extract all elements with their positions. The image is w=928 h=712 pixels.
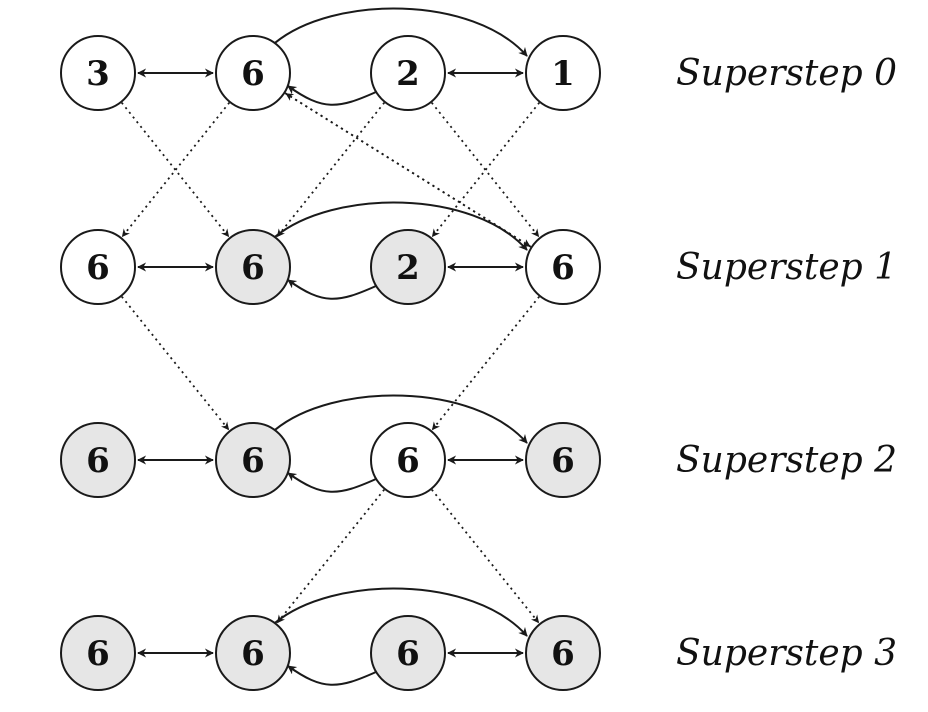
label-layer: Superstep 0 Superstep 1 Superstep 2 Superst… (676, 53, 897, 674)
vertex-value: 6 (241, 634, 265, 674)
message-arrow (431, 489, 540, 624)
edge-directed (274, 7, 528, 57)
vertex-value: 6 (551, 248, 575, 288)
vertex-value: 6 (86, 634, 110, 674)
message-layer (121, 92, 540, 624)
vertex-circle (60, 422, 136, 498)
vertex-value: 1 (551, 54, 575, 94)
vertex-s1-0: 6 (60, 229, 136, 305)
vertex-circle (525, 35, 601, 111)
edge-directed (287, 279, 377, 300)
vertex-circle (60, 229, 136, 305)
superstep-label-1: Superstep 1 (676, 247, 897, 288)
vertex-s1-2: 2 (370, 229, 446, 305)
vertex-s2-0: 6 (60, 422, 136, 498)
vertex-circle (215, 229, 291, 305)
vertex-value: 6 (551, 634, 575, 674)
message-arrow (276, 489, 385, 624)
message-arrow (431, 102, 540, 238)
vertex-value: 6 (241, 441, 265, 481)
vertex-circle (370, 229, 446, 305)
vertex-s3-0: 6 (60, 615, 136, 691)
vertex-circle (525, 422, 601, 498)
superstep-label-0: Superstep 0 (676, 53, 897, 94)
message-arrow-up (285, 92, 532, 248)
vertex-s0-0: 3 (60, 35, 136, 111)
message-arrow (276, 102, 385, 238)
vertex-s0-2: 2 (370, 35, 446, 111)
vertex-value: 2 (396, 248, 420, 288)
vertex-value: 6 (396, 441, 420, 481)
vertex-circle (525, 229, 601, 305)
edge-directed (274, 201, 528, 251)
vertex-value: 2 (396, 54, 420, 94)
vertex-value: 6 (396, 634, 420, 674)
vertex-s2-1: 6 (215, 422, 291, 498)
edge-directed (274, 587, 528, 637)
message-arrow (121, 296, 230, 431)
vertex-value: 6 (241, 248, 265, 288)
edge-directed (274, 394, 528, 444)
vertex-value: 3 (86, 54, 110, 94)
superstep-label-3: Superstep 3 (676, 633, 897, 674)
vertex-value: 6 (86, 248, 110, 288)
vertex-s3-1: 6 (215, 615, 291, 691)
node-layer: 3 6 2 1 6 6 2 6 6 6 6 6 6 6 6 6 (60, 35, 601, 691)
edge-directed (287, 665, 377, 686)
message-arrow (431, 296, 540, 431)
vertex-circle (370, 615, 446, 691)
message-arrow (121, 102, 230, 238)
edge-directed (287, 472, 377, 493)
vertex-circle (215, 615, 291, 691)
vertex-s3-2: 6 (370, 615, 446, 691)
vertex-s1-3: 6 (525, 229, 601, 305)
vertex-s2-2: 6 (370, 422, 446, 498)
message-arrow (121, 102, 230, 238)
superstep-label-2: Superstep 2 (676, 440, 897, 481)
vertex-circle (60, 615, 136, 691)
vertex-value: 6 (551, 441, 575, 481)
vertex-s0-1: 6 (215, 35, 291, 111)
vertex-s0-3: 1 (525, 35, 601, 111)
vertex-circle (525, 615, 601, 691)
vertex-s1-1: 6 (215, 229, 291, 305)
vertex-s2-3: 6 (525, 422, 601, 498)
message-arrow (431, 102, 540, 238)
vertex-circle (370, 35, 446, 111)
vertex-value: 6 (86, 441, 110, 481)
edge-layer (137, 7, 528, 686)
vertex-circle (370, 422, 446, 498)
vertex-circle (215, 35, 291, 111)
vertex-s3-3: 6 (525, 615, 601, 691)
edge-directed (287, 85, 377, 106)
vertex-circle (60, 35, 136, 111)
vertex-value: 6 (241, 54, 265, 94)
vertex-circle (215, 422, 291, 498)
